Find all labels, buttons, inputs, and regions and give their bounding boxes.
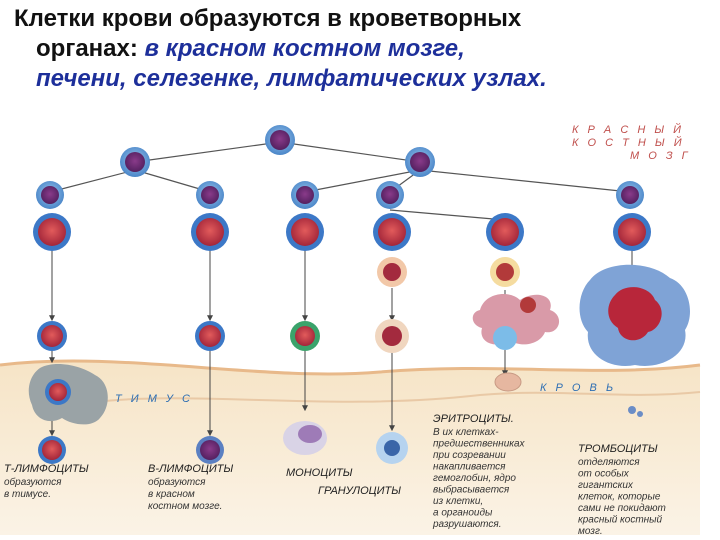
blood-label: К Р О В Ь bbox=[540, 382, 616, 394]
heading-line-3: печени, селезенке, лимфатических узлах. bbox=[36, 65, 547, 92]
maturation-arrows bbox=[49, 248, 635, 437]
stem-cell bbox=[265, 125, 295, 155]
blood-cells bbox=[38, 372, 643, 464]
heading-line-2-emphasis: в красном костном мозге, bbox=[144, 35, 465, 62]
nucleus-extrusion-cell bbox=[472, 294, 560, 345]
erythroblast-cell bbox=[490, 257, 520, 287]
t-lymphocytes-title: Т-ЛИМФОЦИТЫ bbox=[4, 463, 89, 475]
thrombocytes-title: ТРОМБОЦИТЫ bbox=[578, 443, 658, 455]
marrow-label-line-1: К Р А С Н Ы Й bbox=[572, 123, 684, 136]
erythrocytes-title: ЭРИТРОЦИТЫ. bbox=[433, 413, 514, 425]
b-lymphocytes-title: В-ЛИМФОЦИТЫ bbox=[148, 463, 233, 475]
precursor-row-1 bbox=[36, 181, 644, 209]
erythrocytes-note-line-3: при созревании bbox=[433, 450, 506, 461]
erythrocytes-note-line-4: накапливается bbox=[433, 462, 506, 473]
thrombocytes-note-line-1: отделяются bbox=[578, 457, 640, 468]
erythrocytes-note-line-2: предшественниках bbox=[433, 439, 526, 450]
blood-stream-line bbox=[94, 391, 701, 403]
b-lymphocytes-note-3: костном мозге. bbox=[148, 501, 222, 512]
thrombocytes-note-line-5: сами не покидают bbox=[578, 503, 666, 514]
hematopoiesis-diagram: К Р А С Н Ы Й К О С Т Н Ы Й М О З Г Т И … bbox=[0, 120, 720, 535]
thrombocytes-note-line-2: от особых bbox=[578, 468, 630, 480]
thrombocytes-note-line-7: мозг. bbox=[578, 526, 603, 535]
heading-line-2-plain: органах: bbox=[36, 35, 145, 62]
slide-heading: Клетки крови образуются в кроветворных о… bbox=[14, 4, 714, 94]
erythrocytes-note-line-5: гемоглобин, ядро bbox=[433, 472, 516, 484]
erythrocytes-note-line-9: разрушаются. bbox=[432, 519, 502, 530]
myeloid-progenitor-cell bbox=[405, 147, 435, 177]
zone-border bbox=[0, 359, 701, 376]
b-lymphocytes-note-2: в красном bbox=[148, 489, 195, 500]
heading-line-1: Клетки крови образуются в кроветворных bbox=[14, 5, 522, 32]
mature-precursor-row bbox=[37, 319, 517, 353]
thymus-label: Т И М У С bbox=[115, 393, 193, 405]
promyelocyte-cell bbox=[377, 257, 407, 287]
megakaryocyte-cell bbox=[579, 264, 690, 366]
thrombocytes-note-line-3: гигантских bbox=[578, 480, 634, 491]
thymus-organ bbox=[28, 364, 108, 425]
marrow-label-line-3: М О З Г bbox=[630, 150, 691, 162]
monocytes-title: МОНОЦИТЫ bbox=[286, 467, 353, 479]
granulocytes-title: ГРАНУЛОЦИТЫ bbox=[318, 485, 401, 497]
erythrocytes-note-line-1: В их клетках- bbox=[433, 427, 499, 438]
blast-row bbox=[33, 213, 651, 251]
b-lymphocytes-note-1: образуются bbox=[148, 476, 206, 488]
lymphoid-progenitor-cell bbox=[120, 147, 150, 177]
blood-zone bbox=[0, 360, 700, 535]
erythrocytes-note-line-7: из клетки, bbox=[433, 496, 483, 507]
erythrocytes-note-line-6: выбрасывается bbox=[433, 484, 510, 496]
t-lymphocytes-note-1: образуются bbox=[4, 476, 62, 488]
thrombocytes-note-line-6: красный костный bbox=[578, 515, 663, 526]
t-lymphocytes-note-2: в тимусе. bbox=[4, 489, 51, 500]
erythrocytes-note-line-8: а органоиды bbox=[433, 508, 493, 519]
heading-line-2: органах: в красном костном мозге, bbox=[14, 34, 714, 64]
marrow-label-line-2: К О С Т Н Ы Й bbox=[572, 136, 685, 149]
thrombocytes-note-line-4: клеток, которые bbox=[578, 492, 661, 503]
